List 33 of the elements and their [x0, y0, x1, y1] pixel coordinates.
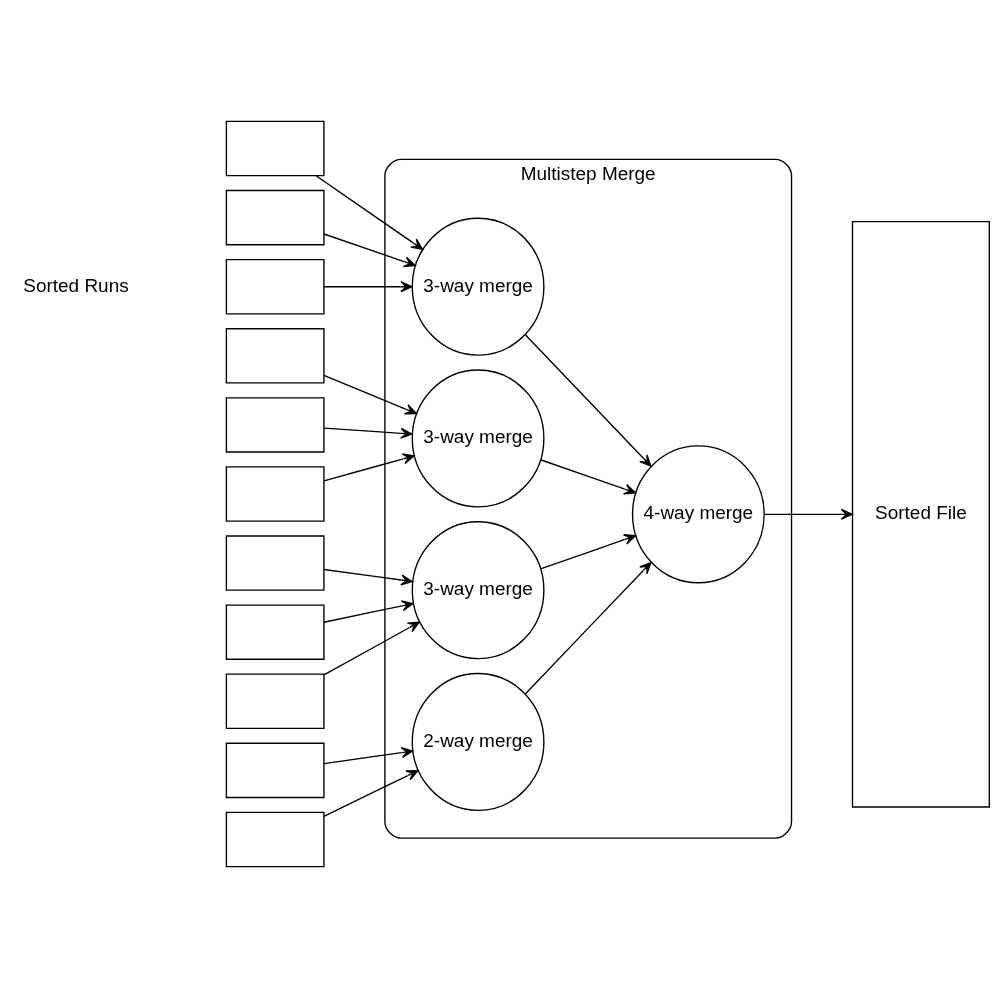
arrow [323, 746, 414, 764]
node-box [225, 534, 325, 591]
arrow [323, 232, 416, 267]
arrow [323, 599, 414, 623]
node-circle: 2-way merge [411, 672, 545, 811]
node-box [225, 396, 325, 453]
arrow [323, 568, 413, 585]
arrow [315, 174, 424, 250]
node-box [225, 811, 325, 867]
arrow [323, 620, 420, 676]
node-box [225, 673, 325, 729]
arrow [323, 374, 417, 415]
label: Sorted Runs [23, 274, 129, 296]
arrow [323, 452, 415, 481]
node-circle: 4-way merge [631, 444, 765, 583]
arrow [540, 533, 637, 569]
arrow [524, 561, 652, 694]
node-box [225, 327, 325, 384]
node-box [225, 120, 325, 176]
arrow [540, 458, 637, 495]
node-box [225, 189, 325, 245]
arrow [524, 333, 652, 467]
node-box [225, 258, 325, 314]
node-box [225, 742, 325, 798]
arrow [323, 769, 419, 817]
arrow [763, 508, 853, 520]
arrow [323, 426, 413, 439]
node-box [225, 465, 325, 522]
node-circle: 3-way merge [411, 368, 545, 508]
node-box: Sorted File [851, 220, 990, 808]
arrow [323, 280, 413, 292]
node-circle: 3-way merge [411, 520, 545, 659]
node-box [225, 603, 325, 660]
